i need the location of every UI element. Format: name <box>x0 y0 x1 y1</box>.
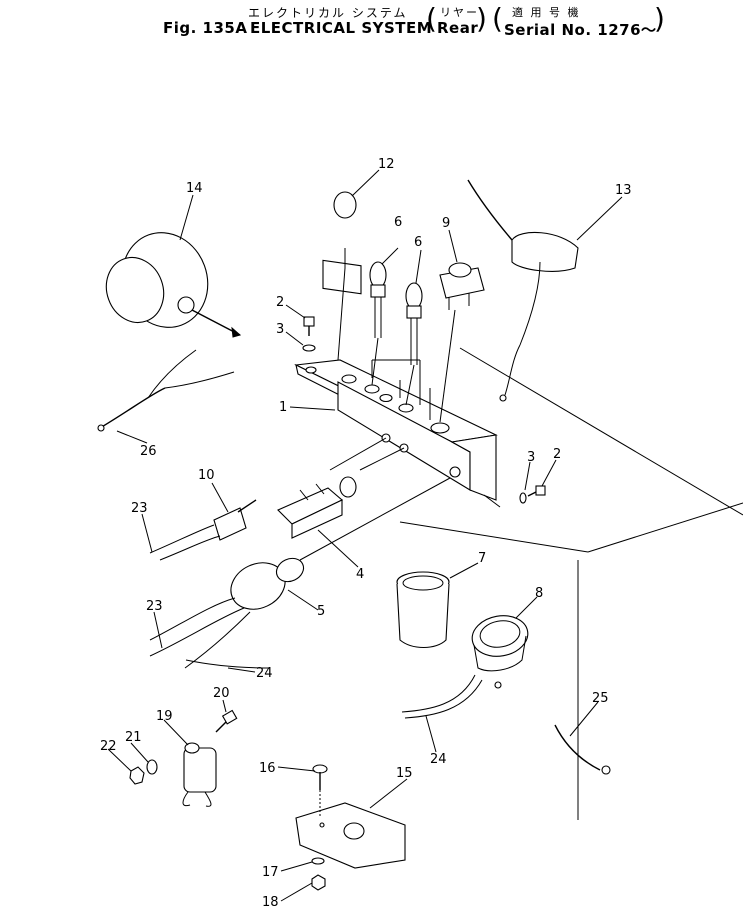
toggle-switch-part-10 <box>149 499 257 561</box>
callout-labels: 1 2 3 3 2 4 5 6 6 7 8 9 10 12 13 14 15 1… <box>100 157 632 910</box>
pilot-lamp-part-6b <box>405 282 423 365</box>
horn-clamp-part-13 <box>467 179 579 402</box>
serial-label: Serial No. 1276～ <box>504 21 657 39</box>
gauge-part-8 <box>471 615 529 672</box>
wire-harness-part-26 <box>97 349 235 432</box>
bolt-part-2b <box>527 485 546 497</box>
callout-16: 16 <box>259 761 276 776</box>
callout-9: 9 <box>442 216 450 231</box>
nut-part-18 <box>311 874 326 891</box>
paren-close-serial: ) <box>654 2 665 35</box>
title-jp-main: エレクトリカル システム <box>248 6 408 20</box>
callout-12: 12 <box>378 157 395 172</box>
bolt-part-20 <box>215 709 238 733</box>
callout-7: 7 <box>478 551 486 566</box>
washer-part-3a <box>302 344 316 352</box>
paren-close-rear: ) <box>476 2 487 35</box>
system-name: ELECTRICAL SYSTEM <box>250 19 433 37</box>
callout-8: 8 <box>535 586 543 601</box>
callout-2b: 2 <box>553 447 561 462</box>
callout-13: 13 <box>615 183 632 198</box>
callout-6b: 6 <box>414 235 422 250</box>
callout-5: 5 <box>317 604 325 619</box>
callout-21: 21 <box>125 730 142 745</box>
relay-part-19 <box>182 742 217 807</box>
callout-22: 22 <box>100 739 117 754</box>
switch-part-9 <box>439 262 485 310</box>
callout-3a: 3 <box>276 322 284 337</box>
leader-lines <box>107 169 623 902</box>
callout-2a: 2 <box>276 295 284 310</box>
title-jp-rear: リヤー <box>440 6 479 19</box>
callout-15: 15 <box>396 766 413 781</box>
terminal-block-part-4 <box>277 476 357 539</box>
rear-label: Rear <box>437 19 479 37</box>
callout-24b: 24 <box>430 752 447 767</box>
pilot-lamp-part-6a <box>369 261 387 338</box>
callout-17: 17 <box>262 865 279 880</box>
bolt-part-2a <box>303 316 315 336</box>
meter-case-part-7 <box>396 571 450 649</box>
callout-18: 18 <box>262 895 279 910</box>
callout-26: 26 <box>140 444 157 459</box>
callout-25: 25 <box>592 691 609 706</box>
callout-10: 10 <box>198 468 215 483</box>
figure-number: Fig. 135A <box>163 19 248 37</box>
washer-part-21 <box>146 759 158 775</box>
title-jp-serial: 適 用 号 機 <box>512 6 581 19</box>
callout-19: 19 <box>156 709 173 724</box>
bolt-part-16 <box>312 764 328 818</box>
reference-lines <box>399 347 743 820</box>
assembly-lines <box>299 267 456 561</box>
callout-23b: 23 <box>146 599 163 614</box>
paren-open-rear: ( <box>426 2 437 35</box>
callout-6a: 6 <box>394 215 402 230</box>
paren-open-serial: ( <box>492 2 503 35</box>
nut-part-22 <box>129 766 145 785</box>
callout-4: 4 <box>356 567 364 582</box>
starter-switch-part-5 <box>149 557 305 669</box>
callout-1: 1 <box>279 400 287 415</box>
wires-part-24-25 <box>185 659 611 775</box>
cover-plate-part-15 <box>295 802 406 869</box>
indicator-lamp-part-12 <box>322 191 362 295</box>
callout-14: 14 <box>186 181 203 196</box>
callout-20: 20 <box>213 686 230 701</box>
rear-lamp-part-14 <box>105 232 242 338</box>
washer-part-17 <box>311 857 325 865</box>
washer-part-3b <box>519 492 527 504</box>
bracket-part-1 <box>294 359 501 508</box>
callout-24a: 24 <box>256 666 273 681</box>
callout-3b: 3 <box>527 450 535 465</box>
callout-23a: 23 <box>131 501 148 516</box>
